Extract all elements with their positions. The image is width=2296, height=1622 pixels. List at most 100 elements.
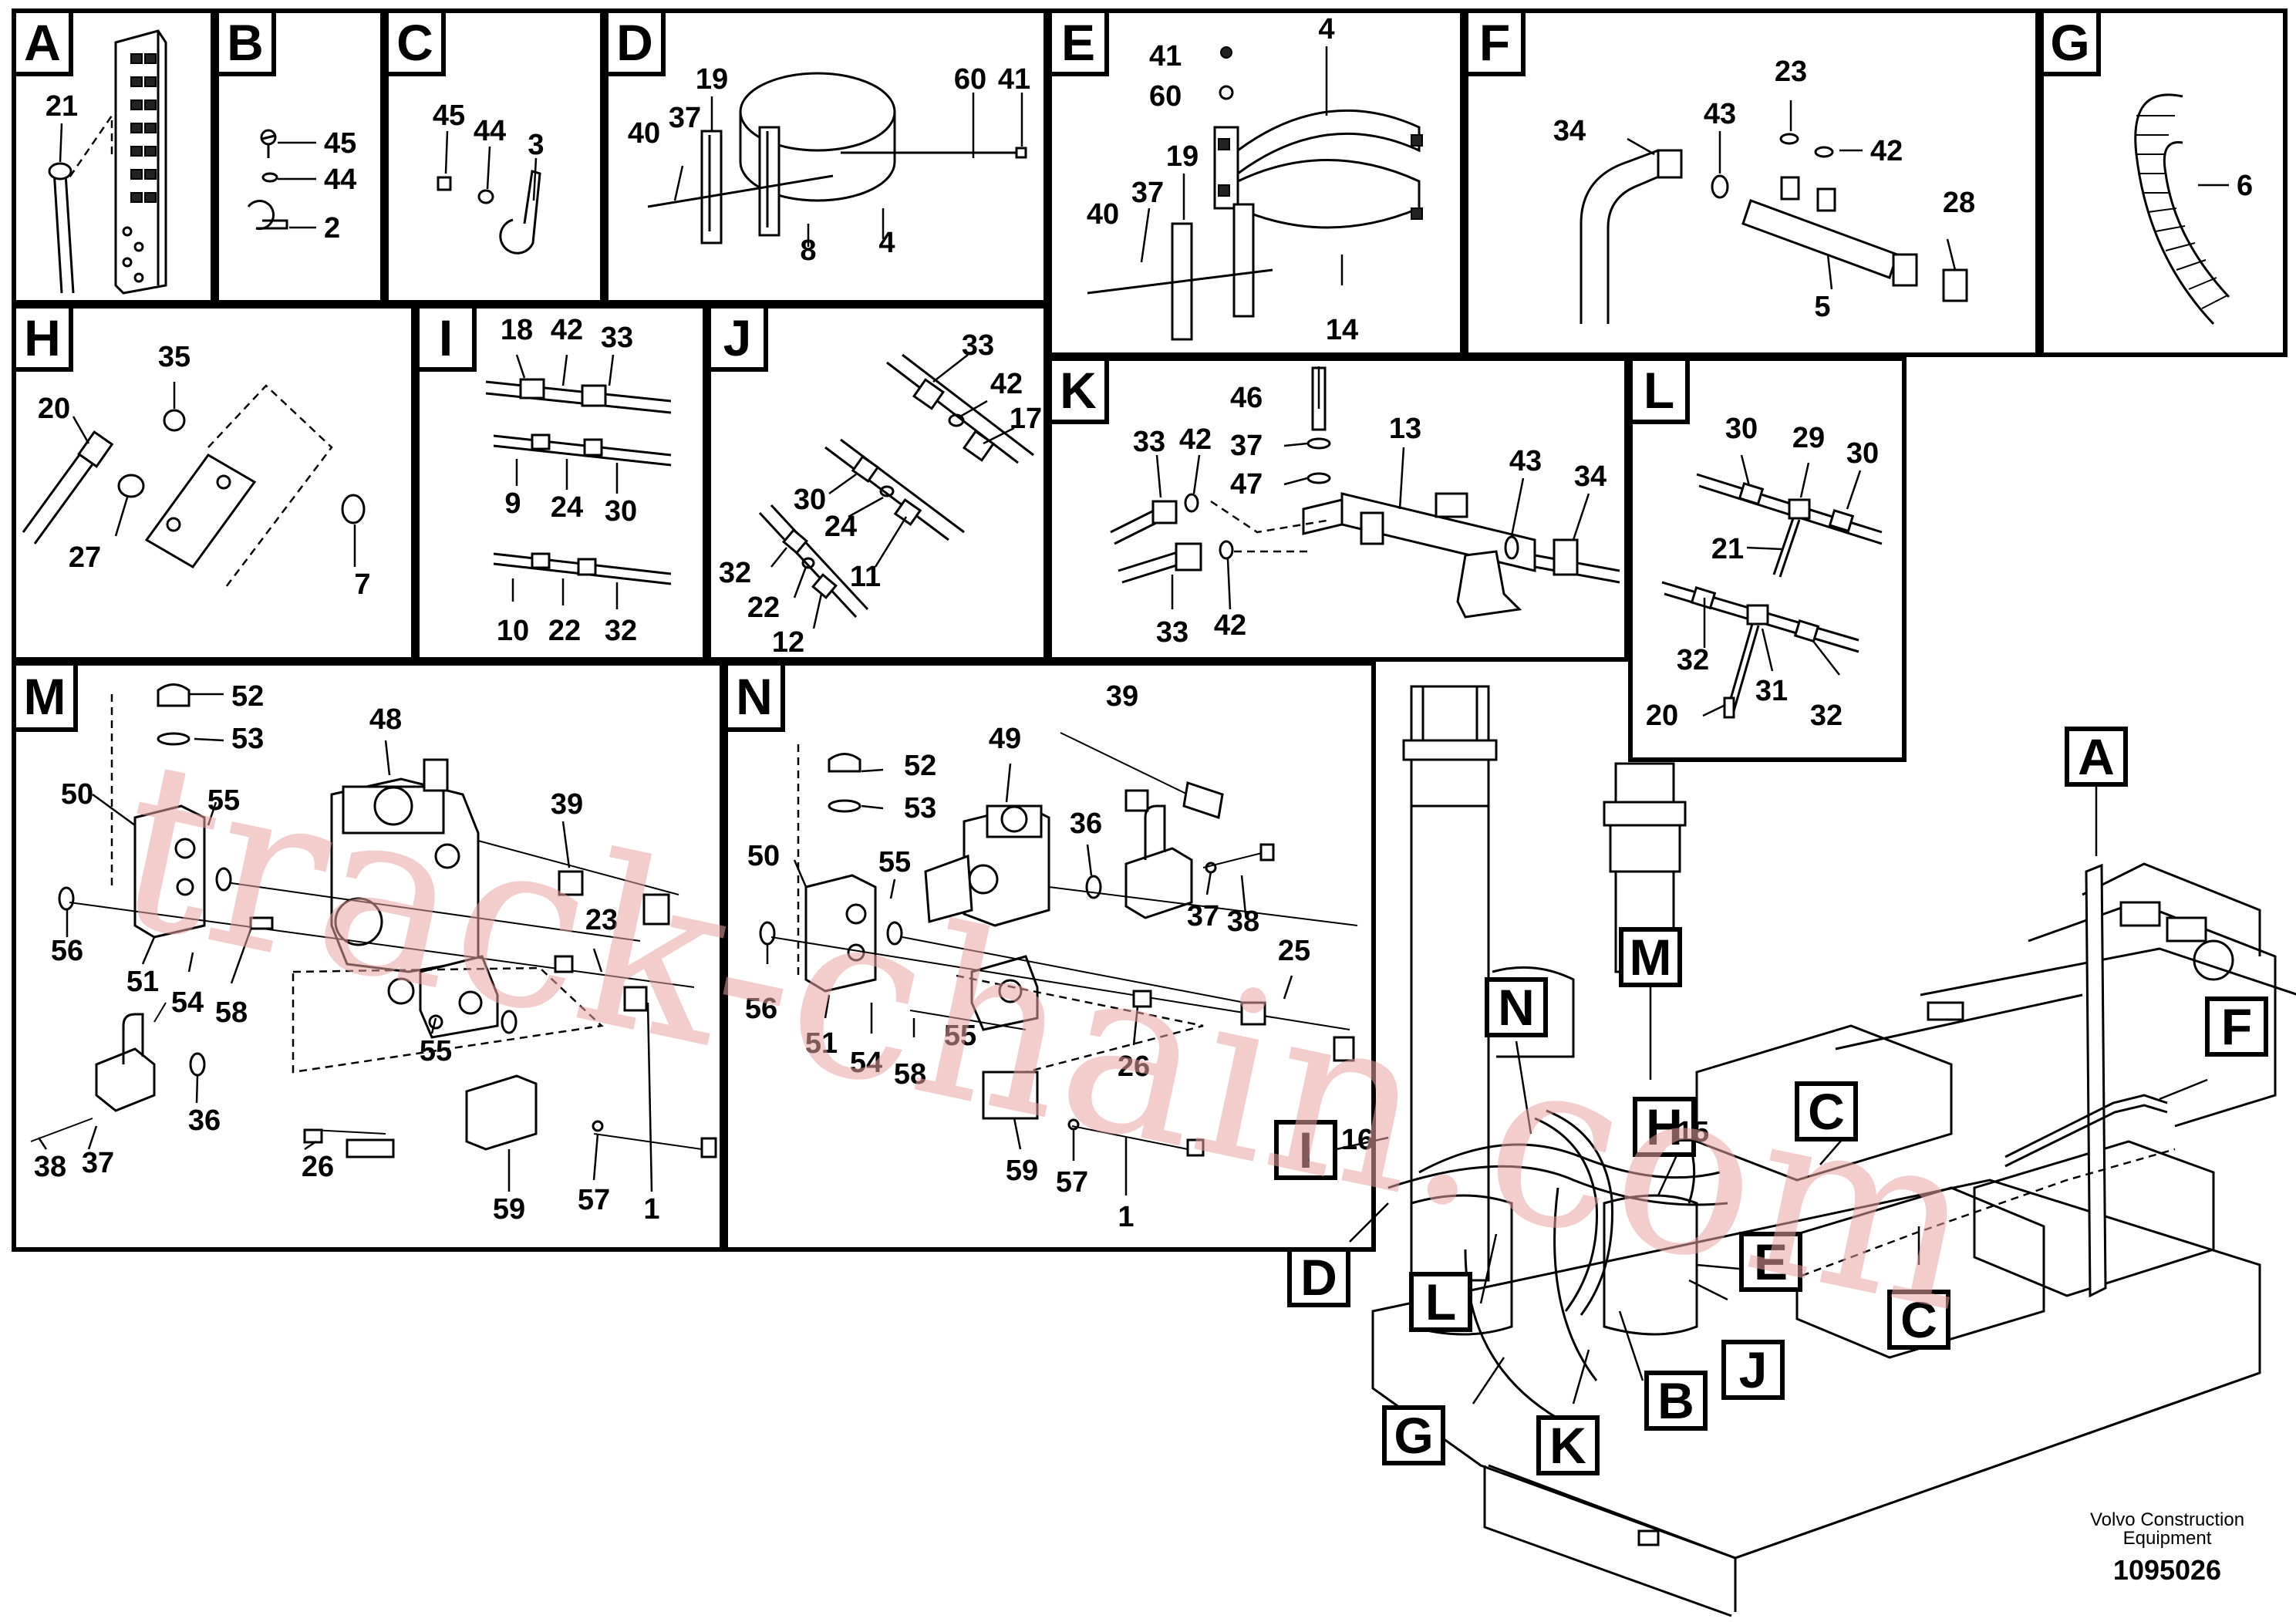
panel-e-drawing: 41 60 4 19 37 40 14 <box>1087 13 1423 346</box>
panel-n-label-52: 52 <box>904 750 936 782</box>
panel-i-label-18: 18 <box>501 314 533 346</box>
panel-i-label-22: 22 <box>548 615 581 647</box>
panel-b-label-45: 45 <box>324 127 356 160</box>
panel-j-drawing: 33 42 17 30 24 11 32 22 12 <box>719 329 1042 659</box>
panel-m-drawing: 52 53 48 50 55 39 56 23 51 54 58 55 36 2… <box>30 680 717 1226</box>
panel-j-label-11: 11 <box>850 561 881 593</box>
overview-callouts: A F C C N M H E I D L J B G K 16 15 <box>1274 727 2268 1475</box>
overview-callout-e: E <box>1754 1233 1788 1290</box>
panel-i-drawing: 18 42 33 9 24 30 10 22 32 <box>485 314 672 647</box>
footer-drawing-number: 1095026 <box>2113 1554 2221 1586</box>
panel-j-label-22: 22 <box>747 592 780 624</box>
panel-n-label-25: 25 <box>1278 935 1310 967</box>
panel-m-label-51: 51 <box>126 966 159 998</box>
panel-a-letter: A <box>24 14 61 71</box>
panel-g-drawing: 6 <box>2134 93 2253 325</box>
panel-g-label-6: 6 <box>2237 170 2253 202</box>
panel-n-label-26: 26 <box>1118 1050 1150 1083</box>
panel-c-drawing: 45 44 3 <box>433 99 544 255</box>
panel-m-label-48: 48 <box>369 703 402 736</box>
panel-i-label-9: 9 <box>504 487 521 520</box>
panel-k-label-34: 34 <box>1574 460 1607 493</box>
panel-c-label-44: 44 <box>474 115 506 147</box>
panel-m-label-56: 56 <box>51 935 83 967</box>
panel-n-label-57: 57 <box>1056 1166 1088 1199</box>
overview-machine <box>1371 685 2296 1617</box>
panel-b-label-2: 2 <box>324 212 340 244</box>
panel-i-letter: I <box>439 309 453 366</box>
panel-d-label-37: 37 <box>669 102 701 134</box>
panel-l-label-30-right: 30 <box>1846 437 1879 470</box>
panel-b-label-44: 44 <box>324 164 356 196</box>
panel-h-label-7: 7 <box>354 568 370 601</box>
overview-callout-m: M <box>1630 929 1672 986</box>
overview-callout-n: N <box>1498 979 1535 1036</box>
panel-m-label-58: 58 <box>215 996 248 1029</box>
panel-k-label-47: 47 <box>1230 468 1263 501</box>
panel-j-label-30: 30 <box>794 484 826 516</box>
panel-n-label-51: 51 <box>805 1027 838 1060</box>
panel-i-label-42: 42 <box>551 314 583 346</box>
panel-f-label-43: 43 <box>1704 98 1736 130</box>
panel-n-label-53: 53 <box>904 792 936 824</box>
panel-l-label-30-left: 30 <box>1725 413 1758 445</box>
panel-e-label-37: 37 <box>1131 177 1164 209</box>
panel-f-label-5: 5 <box>1814 291 1830 323</box>
panel-m-label-37: 37 <box>82 1147 114 1179</box>
panel-e-label-40: 40 <box>1087 198 1119 231</box>
panel-k-label-43: 43 <box>1509 445 1542 477</box>
overview-callout-g: G <box>1394 1407 1433 1464</box>
panel-k-label-42-bottom: 42 <box>1214 609 1246 642</box>
panel-i-label-32: 32 <box>605 615 637 647</box>
panel-l-label-29: 29 <box>1792 422 1825 454</box>
footer-company: Volvo Construction <box>2090 1509 2244 1530</box>
panel-a-drawing: 21 <box>46 29 167 295</box>
panel-m-label-53: 53 <box>231 723 264 755</box>
panel-e-label-60: 60 <box>1149 80 1182 113</box>
panel-j-label-33: 33 <box>962 329 994 362</box>
panel-n-label-39: 39 <box>1106 680 1138 713</box>
panel-m-label-52: 52 <box>231 680 264 713</box>
panel-k-label-33-top: 33 <box>1133 426 1165 458</box>
panel-j-letter: J <box>723 309 752 366</box>
panel-d-drawing: 19 37 40 8 4 60 41 <box>628 63 1030 267</box>
panel-m-label-54: 54 <box>171 986 204 1019</box>
panel-b-drawing: 45 44 2 <box>247 127 356 244</box>
panel-i-label-10: 10 <box>497 615 529 647</box>
panel-e-letter: E <box>1061 14 1095 71</box>
panel-f-label-28: 28 <box>1943 187 1975 219</box>
panel-k-label-33-bottom: 33 <box>1156 616 1188 649</box>
panel-d-label-40: 40 <box>628 117 660 150</box>
panel-c-label-45: 45 <box>433 99 465 132</box>
panel-n-label-49: 49 <box>989 723 1021 755</box>
panel-j-label-24: 24 <box>824 511 857 543</box>
panel-n-label-36: 36 <box>1070 808 1102 840</box>
panel-n-drawing: 39 52 53 49 50 55 36 37 38 25 56 51 54 5… <box>745 680 1358 1233</box>
panel-m-label-55-bottom: 55 <box>420 1035 452 1067</box>
panel-m-label-36: 36 <box>188 1104 221 1137</box>
panel-h-label-35: 35 <box>158 341 190 373</box>
panel-h-label-27: 27 <box>69 541 101 574</box>
panel-d-letter: D <box>616 14 653 71</box>
overview-callout-a: A <box>2078 728 2115 785</box>
panel-j-label-17: 17 <box>1010 403 1042 435</box>
panel-m-letter: M <box>24 668 66 725</box>
panel-g-letter: G <box>2050 14 2089 71</box>
panel-k-label-13: 13 <box>1389 413 1421 445</box>
panel-n-label-1: 1 <box>1118 1201 1134 1233</box>
panel-l-letter: L <box>1644 362 1674 419</box>
panel-m-label-38: 38 <box>34 1151 66 1183</box>
panel-n-label-50: 50 <box>747 840 780 872</box>
panel-l-drawing: 30 29 30 21 32 31 32 20 <box>1646 413 1883 732</box>
panel-d-label-19: 19 <box>696 63 728 96</box>
panel-letters: A B C D E F G H I J K L M N <box>12 8 2101 732</box>
panel-n-label-56: 56 <box>745 993 777 1025</box>
overview-callout-i: I <box>1299 1121 1313 1179</box>
panel-c-label-3: 3 <box>528 129 544 161</box>
panel-k-label-42-top: 42 <box>1179 423 1212 456</box>
panel-m-label-55-top: 55 <box>207 784 240 817</box>
overview-callout-c-upper: C <box>1808 1083 1845 1140</box>
panel-n-label-58: 58 <box>894 1058 926 1091</box>
panel-m-label-39: 39 <box>551 788 583 821</box>
